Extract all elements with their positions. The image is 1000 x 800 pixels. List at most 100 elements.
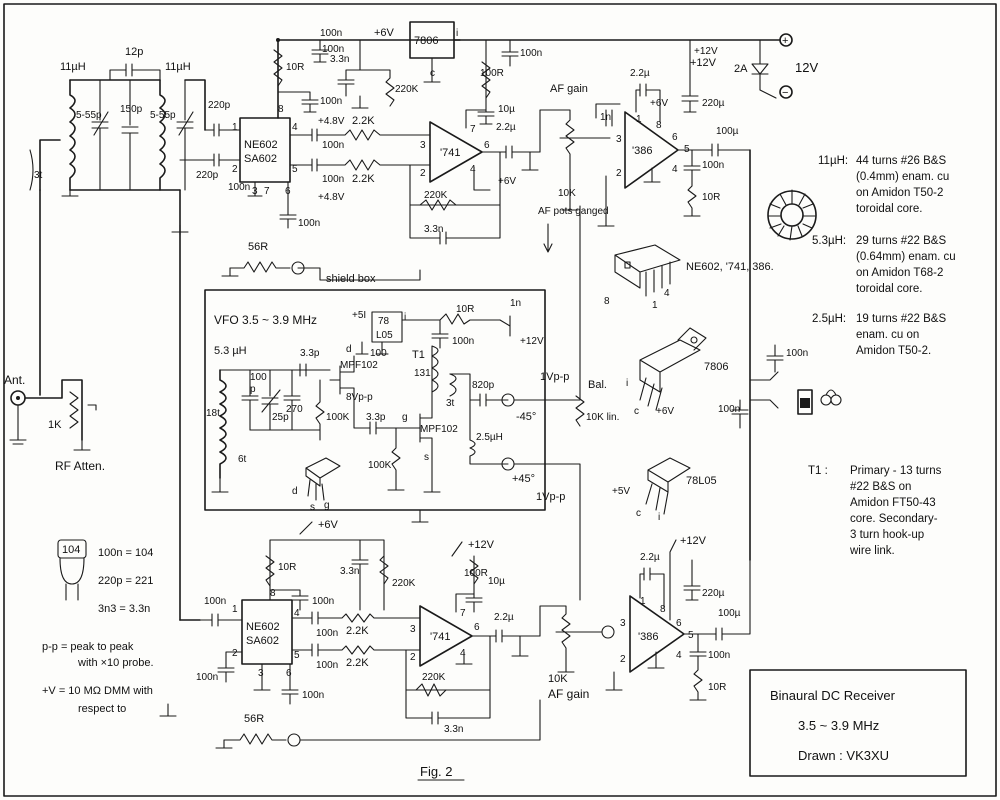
vfo-fet1-d: d [346, 344, 352, 355]
out-c100n-label: 100n [786, 348, 808, 359]
winding-notes: 11µH: 44 turns #26 B&S (0.4mm) enam. cu … [767, 155, 956, 557]
vfo-fet2-g: g [402, 412, 408, 423]
af-pot-top-label: 10K [558, 188, 576, 199]
vfo-turns18-label: 18t [206, 408, 220, 419]
to220-c: c [634, 406, 639, 417]
t1-label: T1 [412, 349, 425, 361]
trim1-label: 5-55p [76, 110, 102, 121]
rf-input-section: Ant. 1K RF Atten. [4, 139, 105, 473]
t1-note-l2: #22 B&S on [850, 481, 911, 493]
af-pot-bot-label: 10K [548, 673, 568, 685]
vfo-c33b-label: 3.3p [366, 412, 386, 423]
trimmer-2 [176, 79, 194, 191]
blm-p1: 1 [640, 596, 646, 607]
to92-package [647, 457, 691, 493]
bpin-1: 1 [232, 604, 238, 615]
dmm-line2: respect to [78, 703, 126, 715]
op-p2: 2 [420, 168, 426, 179]
bpin-5: 5 [294, 650, 300, 661]
bc-dec-label: 100n [312, 596, 334, 607]
ceramic-cap-drawing [59, 557, 85, 601]
fet-pin-s: s [310, 502, 315, 513]
opamp-bottom: '741 3 2 7 6 4 +12V 100R 10µ 220K 3.3n 2… [405, 539, 541, 735]
front-end-filter: 3t 11µH 5-55p 150p 12p 11µH 5-55p [29, 46, 206, 621]
vfo-reg-l1: 78 [378, 316, 390, 327]
lm-p2: 2 [616, 168, 622, 179]
vfo-c100u-label: p [250, 384, 256, 395]
c-820p-label: 820p [472, 380, 495, 391]
v6-top-label: +6V [374, 27, 395, 39]
c-o1-label: 100n [322, 140, 344, 151]
note-25uh-l1: 19 turns #22 B&S [856, 313, 946, 325]
ne602-top-l2: SA602 [244, 153, 277, 165]
vfo-reg-l2: L05 [376, 330, 393, 341]
bop-p6: 6 [474, 622, 480, 633]
ne602-top-l1: NE602 [244, 139, 278, 151]
br-osc-label: 56R [244, 713, 264, 725]
bc-in-label: 100n [204, 596, 226, 607]
note-11uh-l1: 44 turns #26 B&S [856, 155, 946, 167]
op-p3: 3 [420, 140, 426, 151]
fet-pinout-drawing [305, 457, 341, 487]
out-cout-label: 100n [718, 404, 740, 415]
c-220p-2 [179, 153, 241, 167]
bpin-3: 3 [258, 668, 264, 679]
ne602-bot-ic [241, 599, 293, 665]
c-in1-label: 220p [208, 100, 231, 111]
c-tank-label: 150p [120, 104, 143, 115]
vfo-v12-label: +12V [520, 336, 544, 347]
bop-cfb-label: 3.3n [444, 724, 463, 735]
bc-o1-label: 100n [316, 628, 338, 639]
headphone-jack [797, 389, 813, 415]
l-25uh [469, 399, 509, 465]
note-53uh-l1: 29 turns #22 B&S [856, 235, 946, 247]
power-input: + − 12V 2A +12V [694, 33, 818, 99]
fet-pin-d: d [292, 486, 298, 497]
br-supply-label: 10R [278, 562, 296, 573]
br-ref-label: 220K [392, 578, 416, 589]
vpp2-label: 1Vp-p [536, 491, 565, 503]
fuse-label: 2A [734, 63, 748, 75]
to92-label: 78L05 [686, 475, 717, 487]
c-o2-label: 100n [322, 174, 344, 185]
note-25uh-tag: 2.5µH: [812, 313, 846, 325]
note-53uh-l3: on Amidon T68-2 [856, 267, 943, 279]
op741-top-label: '741 [440, 147, 460, 159]
vfo-c270-label: 270 [286, 404, 303, 415]
br-o1-label: 2.2K [346, 625, 369, 637]
mixer-bottom: NE602 SA602 1 2 3 4 5 6 8 100n 100n +6V … [196, 519, 541, 749]
to92-i: i [658, 512, 660, 523]
reg-7806-label: 7806 [414, 35, 438, 47]
op-p6: 6 [484, 140, 490, 151]
bop-p2: 2 [410, 652, 416, 663]
trimmer-1 [91, 79, 109, 191]
br-10r [265, 555, 275, 587]
ne602-bot-l2: SA602 [246, 635, 279, 647]
r-220k-fb [419, 199, 457, 211]
pin-4: 4 [292, 122, 298, 133]
vfo-c33-label: 3.3p [300, 348, 320, 359]
vfo-fet2-s: s [424, 452, 429, 463]
ground-symbol [159, 703, 177, 717]
dip8-package [614, 244, 681, 289]
lm-p8: 8 [656, 120, 662, 131]
ganged-label: AF pots ganged [538, 206, 609, 217]
l1-label: 11µH [60, 61, 86, 73]
pin-7: 7 [264, 186, 270, 197]
op-p4: 4 [470, 164, 476, 175]
vpp1-label: 1Vp-p [540, 371, 569, 383]
top-supply: 7806 i c +6V 100n 100n [322, 21, 781, 83]
trim2-label: 5-55p [150, 110, 176, 121]
t1-131-label: 131 [414, 368, 431, 379]
vfo-shield-box: shield box VFO 3.5 ~ 3.9 MHz 78 L05 +5I … [204, 273, 569, 523]
c-bias-label: 10µ [498, 104, 515, 115]
note-53uh-tag: 5.3µH: [812, 235, 846, 247]
af-pot-bot [539, 605, 571, 665]
code-221: 220p = 221 [98, 575, 153, 587]
r-56r-top [229, 261, 291, 273]
vfo-turns6-label: 6t [238, 454, 247, 465]
c-fb-label: 3.3n [424, 224, 443, 235]
bal-pot [575, 395, 585, 427]
bc-zob-label: 100n [708, 650, 730, 661]
